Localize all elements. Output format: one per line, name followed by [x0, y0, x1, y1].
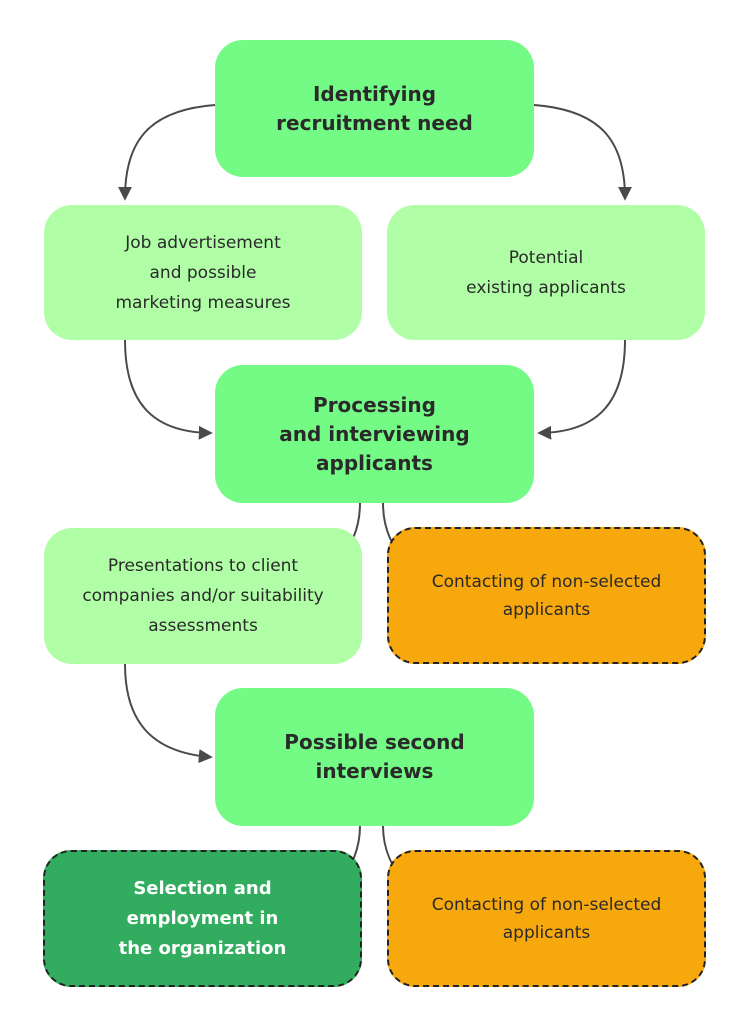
arrow-presentations-to-second: [124, 663, 213, 764]
node-processing-interviewing: Processing and interviewing applicants: [215, 365, 534, 503]
node-job-advertisement: Job advertisement and possible marketing…: [44, 205, 362, 340]
node-contacting-non-selected-2: Contacting of non-selected applicants: [387, 850, 706, 987]
node-contacting-non-selected-1: Contacting of non-selected applicants: [387, 527, 706, 664]
node-existing-applicants: Potential existing applicants: [387, 205, 705, 340]
node-presentations: Presentations to client companies and/or…: [44, 528, 362, 664]
node-identifying-need: Identifying recruitment need: [215, 40, 534, 177]
arrow-existing-to-processing: [537, 339, 626, 440]
node-second-interviews: Possible second interviews: [215, 688, 534, 826]
node-selection-employment: Selection and employment in the organiza…: [43, 850, 362, 987]
arrow-advert-to-processing: [124, 339, 213, 440]
arrow-need-to-advert: [118, 104, 216, 201]
arrow-need-to-existing: [533, 104, 632, 201]
